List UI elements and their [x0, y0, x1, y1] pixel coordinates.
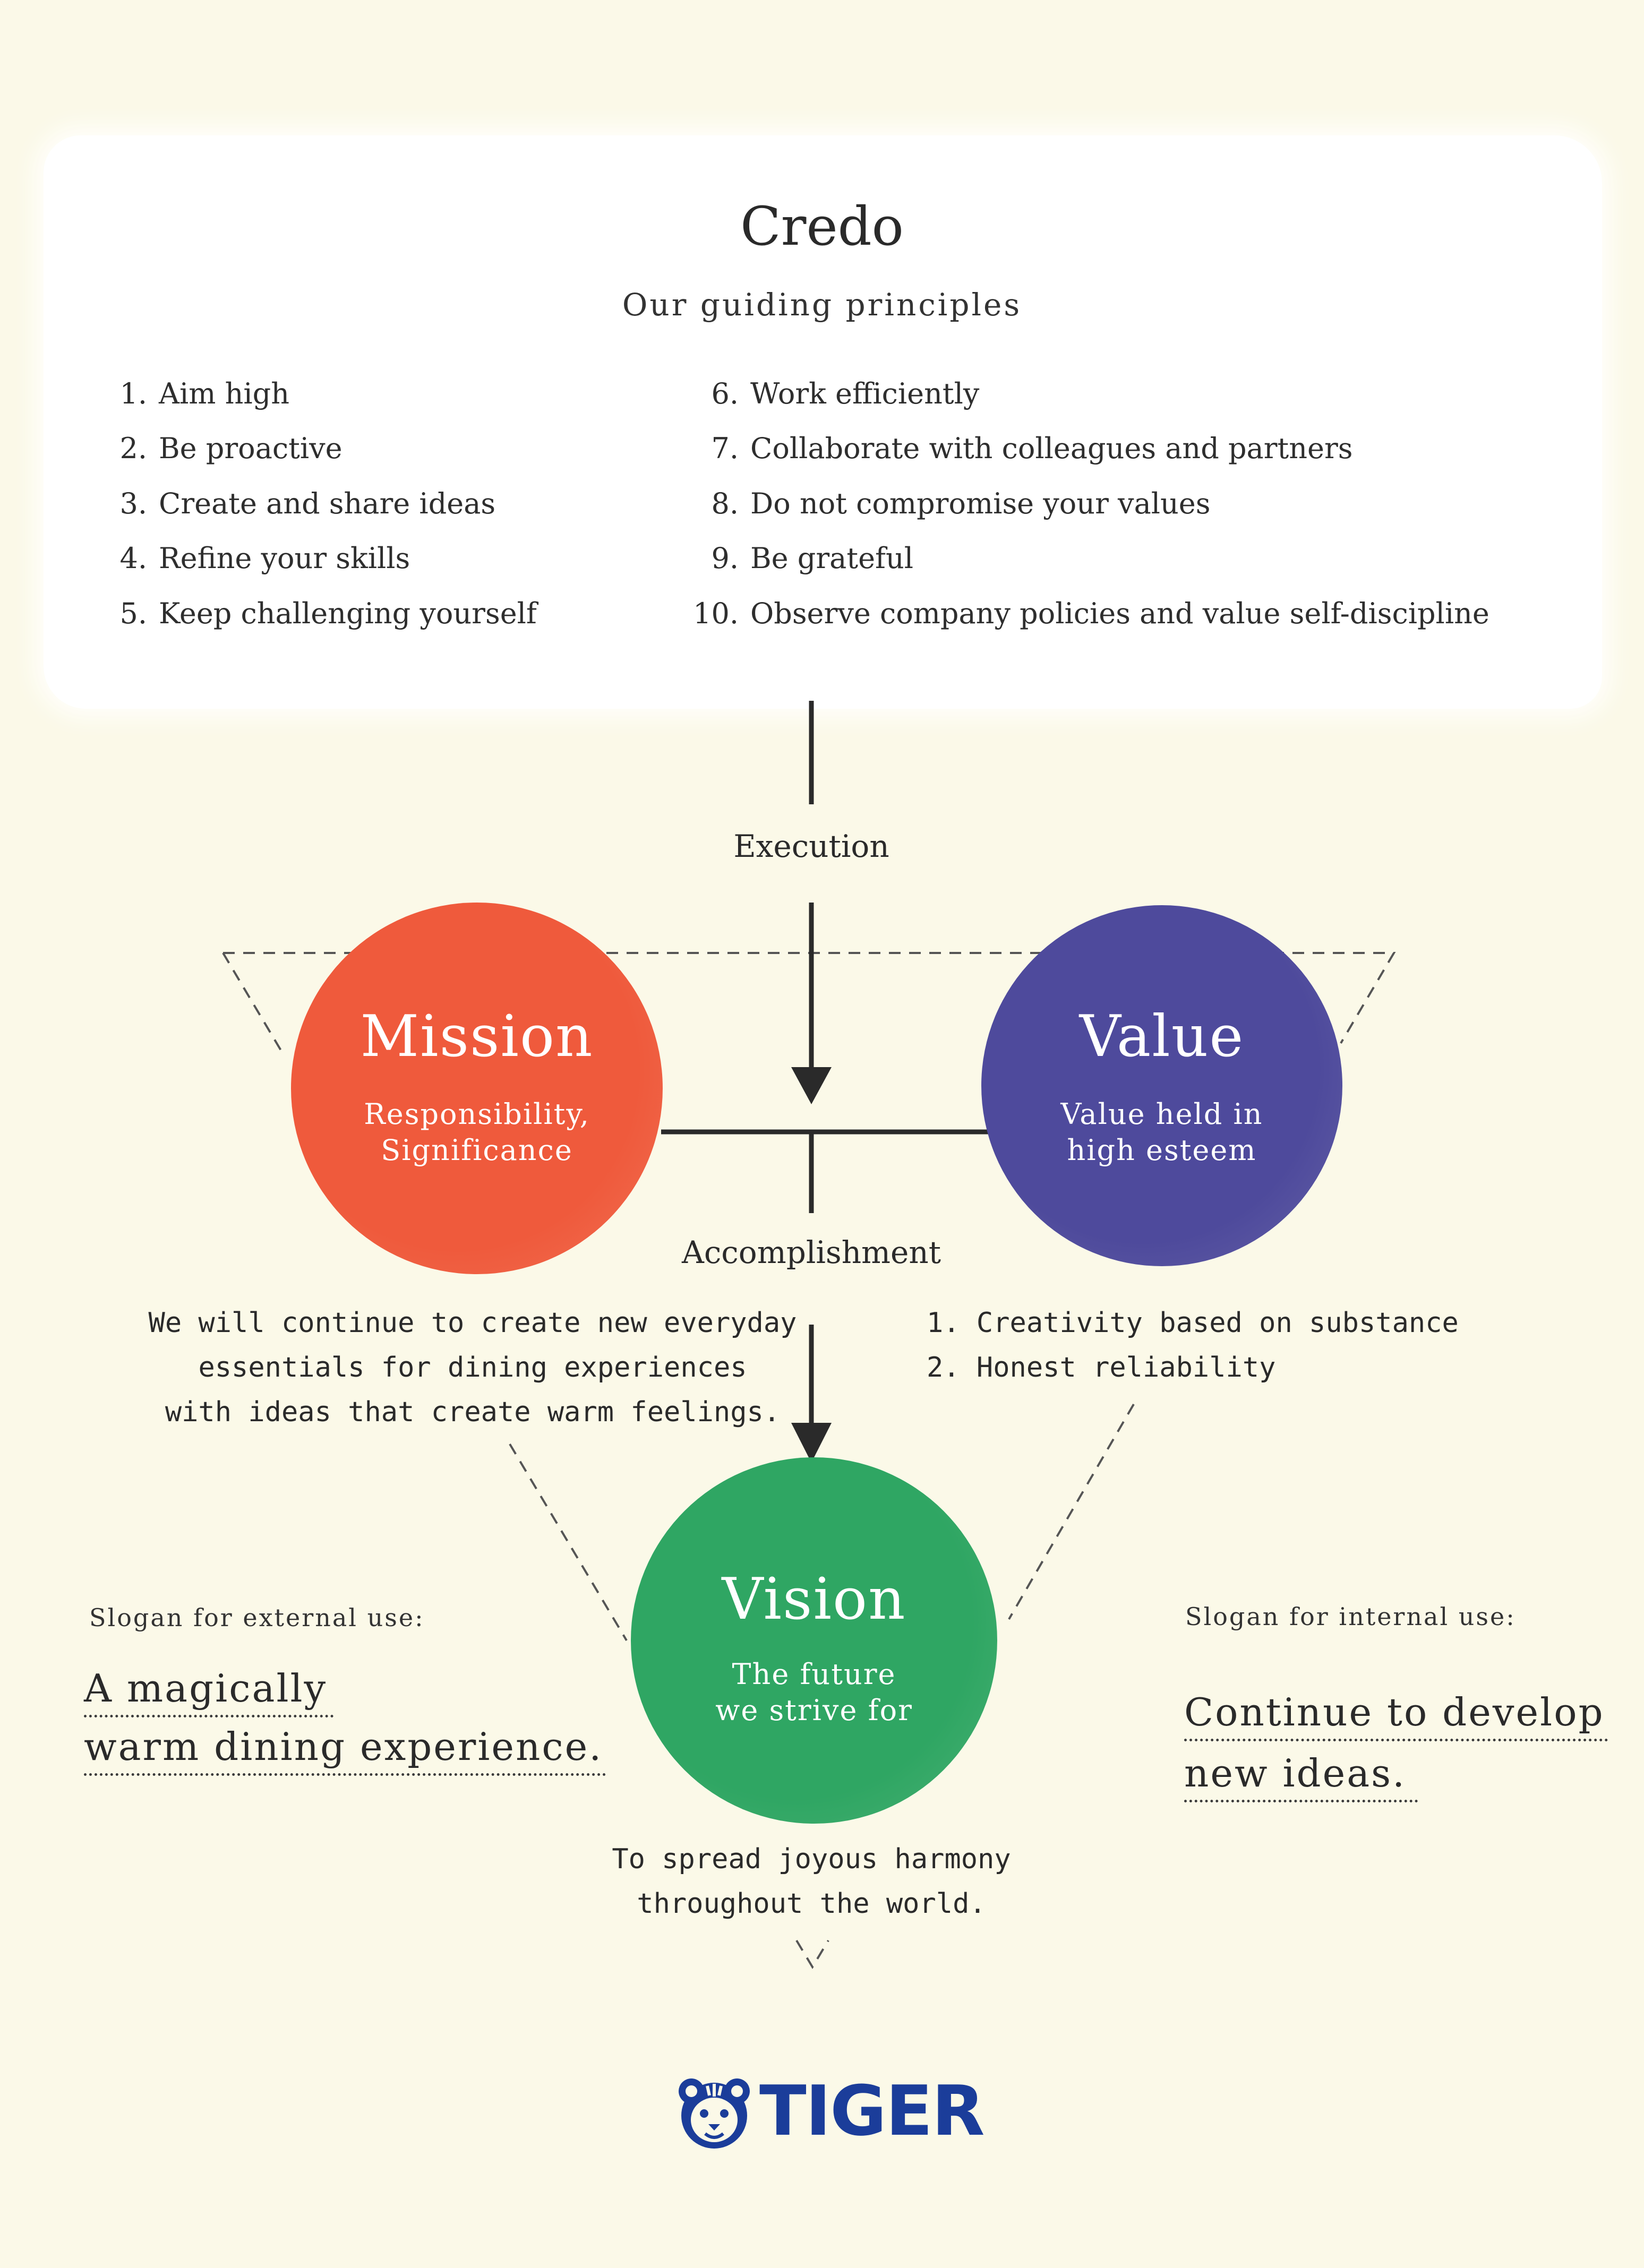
vision-circle: [631, 1457, 997, 1824]
value-circle: [981, 905, 1342, 1266]
vision-title: Vision: [722, 1566, 906, 1633]
principle-item: 10.Observe company policies and value se…: [693, 597, 1489, 630]
mission-circle: [291, 903, 663, 1274]
vision-subtitle-2: we strive for: [715, 1694, 913, 1727]
internal-slogan-label: Slogan for internal use:: [1185, 1602, 1516, 1631]
mission-statement: We will continue to create new everyday …: [148, 1307, 797, 1428]
principle-item: 1.Aim high: [119, 377, 290, 410]
principle-item: 8.Do not compromise your values: [711, 487, 1211, 520]
credo-panel: [44, 135, 1602, 709]
internal-slogan-line-1: Continue to develop: [1184, 1686, 1608, 1741]
tiger-logo-text: TIGER: [759, 2071, 985, 2151]
principle-item: 5.Keep challenging yourself: [119, 597, 537, 630]
vision-subtitle-1: The future: [732, 1657, 896, 1691]
principle-item: 6.Work efficiently: [711, 377, 980, 410]
dashed-triangle-bottom: [509, 1403, 1135, 1969]
principle-item: 7.Collaborate with colleagues and partne…: [711, 432, 1353, 465]
credo-title: Credo: [740, 195, 904, 257]
value-subtitle-2: high esteem: [1067, 1133, 1257, 1167]
principle-item: 2.Be proactive: [119, 432, 343, 465]
credo-subtitle: Our guiding principles: [622, 287, 1022, 323]
tiger-face-icon: [674, 2073, 754, 2153]
vision-statement: To spread joyous harmony throughout the …: [612, 1843, 1011, 1920]
accomplishment-label: Accomplishment: [681, 1234, 941, 1270]
mission-title: Mission: [360, 1003, 594, 1070]
dashed-triangle-top: [222, 952, 1396, 1052]
external-slogan-label: Slogan for external use:: [89, 1603, 425, 1632]
internal-slogan-line-2: new ideas.: [1184, 1747, 1418, 1802]
external-slogan-line-1: A magically: [84, 1662, 334, 1717]
principle-item: 4.Refine your skills: [119, 542, 410, 575]
principle-item: 3.Create and share ideas: [119, 487, 496, 520]
execution-arrow-head: [791, 1067, 832, 1104]
mission-subtitle-1: Responsibility,: [364, 1097, 590, 1131]
value-subtitle-1: Value held in: [1060, 1097, 1263, 1131]
accomplishment-arrow-head: [791, 1423, 832, 1463]
principle-item: 9.Be grateful: [711, 542, 914, 575]
external-slogan-line-2: warm dining experience.: [84, 1720, 606, 1776]
value-statement: 1. Creativity based on substance 2. Hone…: [927, 1307, 1459, 1384]
value-title: Value: [1079, 1003, 1245, 1070]
mission-subtitle-2: Significance: [381, 1133, 573, 1167]
execution-label: Execution: [733, 828, 889, 864]
